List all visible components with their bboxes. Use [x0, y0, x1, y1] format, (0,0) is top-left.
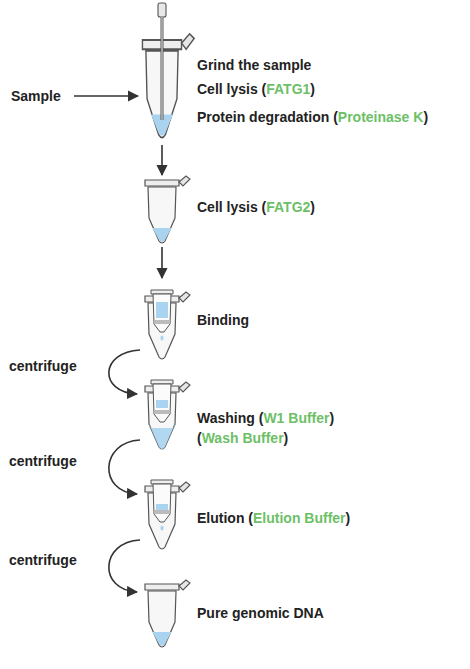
process-step: Cell lysis (FATG2) — [140, 177, 466, 245]
process-step: Elution (Elution Buffer) — [140, 480, 466, 552]
process-step: Binding — [140, 280, 466, 362]
step-text: Protein degradation (Proteinase K) — [197, 108, 428, 126]
process-step: Pure genomic DNA — [140, 578, 466, 648]
centrifuge-arrow — [109, 350, 140, 394]
step-text: Elution (Elution Buffer) — [197, 509, 350, 527]
step-text: Cell lysis (FATG2) — [197, 198, 315, 216]
step-text: Cell lysis (FATG1) — [197, 80, 315, 98]
step-text: Binding — [197, 311, 249, 329]
input-label: Sample — [10, 87, 62, 105]
edge-label: centrifuge — [8, 452, 78, 470]
step-text: (Wash Buffer) — [197, 429, 288, 447]
process-step: Grind the sampleCell lysis (FATG1) Protei… — [140, 2, 466, 143]
edge-label: centrifuge — [8, 551, 78, 569]
step-text: Pure genomic DNA — [197, 604, 324, 622]
edge-label: centrifuge — [8, 357, 78, 375]
flow-arrow — [161, 145, 163, 175]
centrifuge-arrow — [109, 440, 140, 494]
flow-arrow — [161, 247, 163, 278]
centrifuge-arrow — [109, 540, 140, 592]
process-step: Washing (W1 Buffer) (Wash Buffer) — [140, 380, 466, 452]
step-text: Washing (W1 Buffer) — [197, 409, 334, 427]
step-text: Grind the sample — [197, 56, 311, 74]
